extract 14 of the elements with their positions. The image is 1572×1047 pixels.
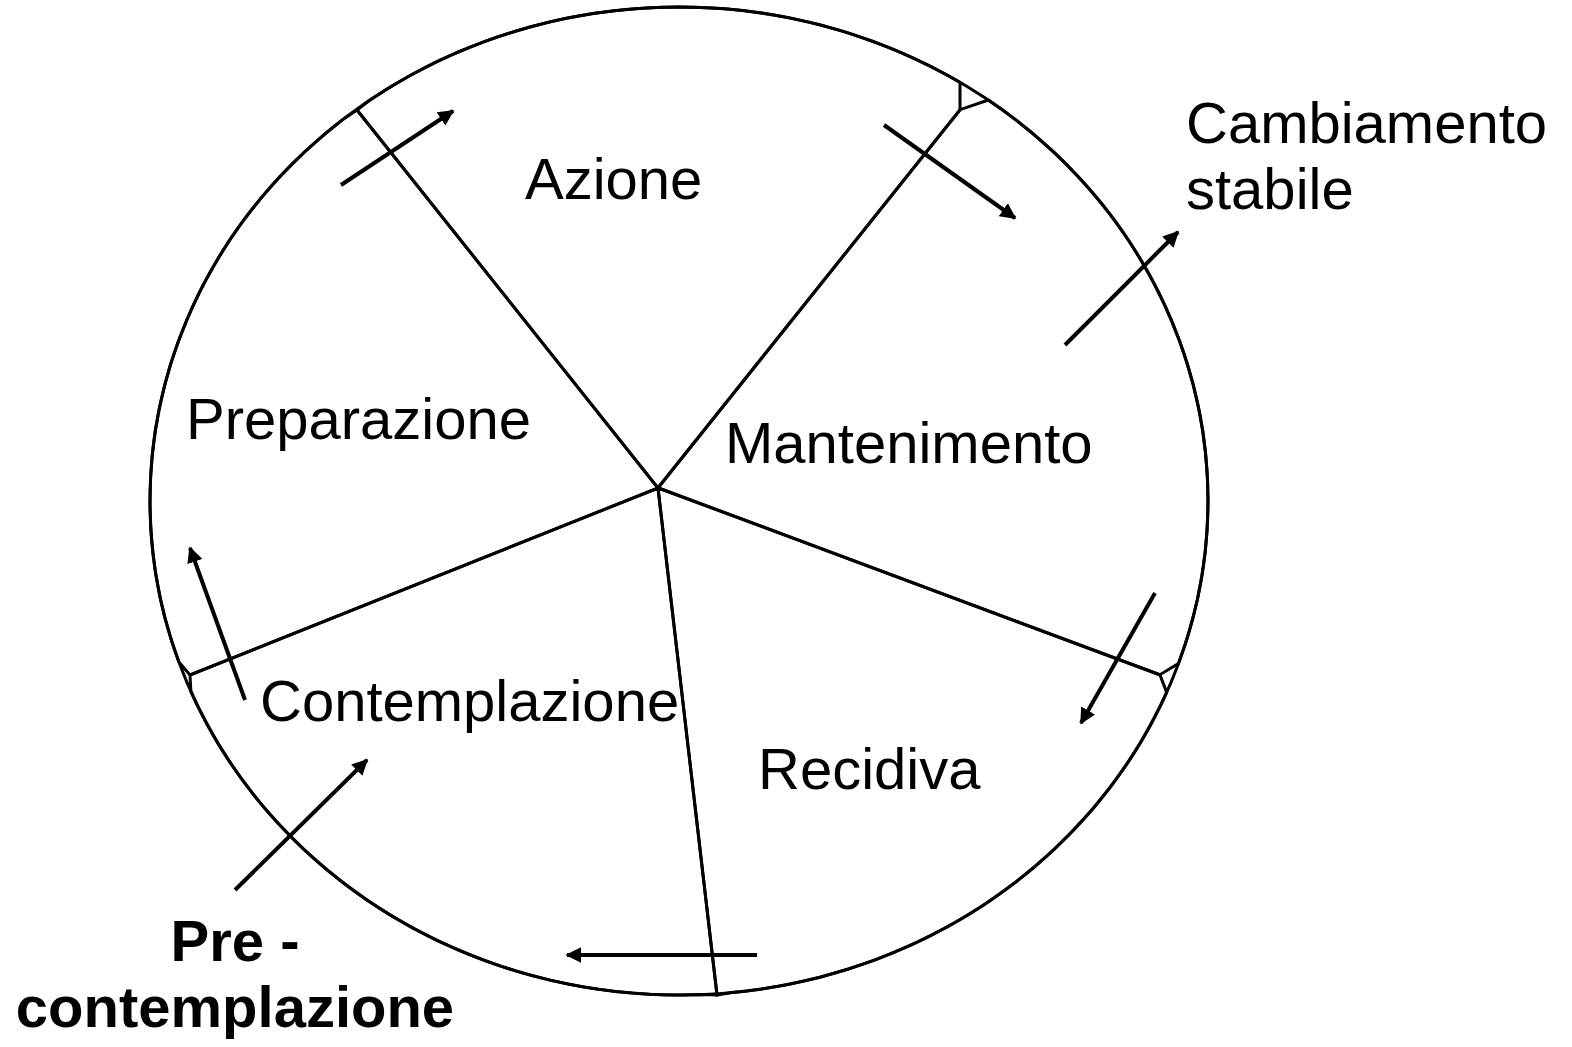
arrow: [882, 123, 1017, 220]
arrow: [233, 758, 369, 892]
stage-label: Recidiva: [758, 736, 981, 802]
arrow: [187, 546, 247, 701]
stage-label: Azione: [525, 146, 703, 212]
stage-label: Mantenimento: [725, 410, 1093, 476]
arrow: [339, 109, 455, 187]
arrow: [1063, 230, 1180, 347]
stage-label: Preparazione: [186, 386, 531, 452]
arrow: [1079, 592, 1157, 725]
outcome-label: Cambiamento stabile: [1186, 90, 1549, 222]
arrow: [565, 947, 757, 963]
stage-label: Pre - contemplazione: [14, 908, 456, 1040]
stage-label: Contemplazione: [260, 668, 680, 734]
